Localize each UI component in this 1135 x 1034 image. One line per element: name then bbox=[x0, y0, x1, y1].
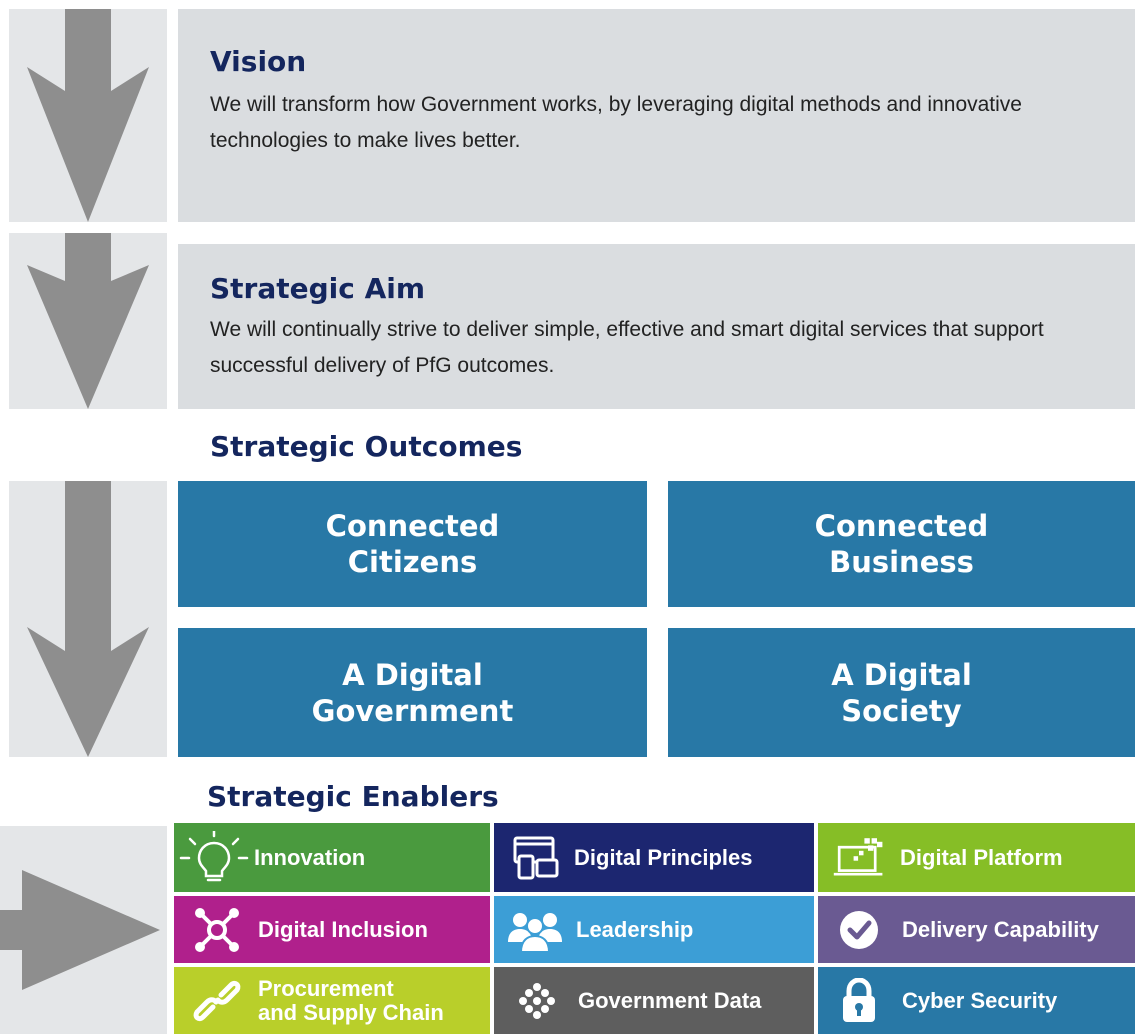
outcome-label: A Digital Government bbox=[311, 657, 514, 728]
enabler-digital-principles: Digital Principles bbox=[494, 823, 814, 892]
outcome-connected-business: Connected Business bbox=[668, 481, 1135, 607]
enabler-digital-inclusion: Digital Inclusion bbox=[174, 896, 490, 963]
down-arrow-icon bbox=[27, 481, 149, 757]
vision-text: We will transform how Government works, … bbox=[210, 93, 1022, 152]
enabler-label: Leadership bbox=[576, 916, 694, 942]
outcome-connected-citizens: Connected Citizens bbox=[178, 481, 647, 607]
enabler-label: Government Data bbox=[578, 987, 762, 1013]
outcomes-arrow-strip bbox=[9, 481, 167, 757]
network-icon bbox=[190, 903, 244, 957]
enabler-label: Cyber Security bbox=[902, 987, 1058, 1013]
enablers-arrow-strip bbox=[0, 826, 167, 1034]
aim-arrow-strip bbox=[9, 233, 167, 409]
outcome-digital-society: A Digital Society bbox=[668, 628, 1135, 757]
outcome-label: Connected Business bbox=[814, 509, 989, 579]
enabler-delivery-capability: Delivery Capability bbox=[818, 896, 1135, 963]
right-arrow-icon bbox=[0, 870, 160, 990]
vision-panel: Vision We will transform how Government … bbox=[178, 9, 1135, 222]
devices-icon bbox=[508, 831, 562, 885]
lightbulb-icon bbox=[178, 830, 250, 885]
strategic-aim-text: We will continually strive to deliver si… bbox=[210, 318, 1044, 377]
checkmark-icon bbox=[838, 903, 880, 957]
outcome-label: Connected Citizens bbox=[325, 509, 500, 579]
outcome-label: A Digital Society bbox=[831, 657, 972, 728]
laptop-icon bbox=[832, 831, 886, 885]
enabler-procurement-supply-chain: Procurement and Supply Chain bbox=[174, 967, 490, 1034]
strategic-outcomes-heading: Strategic Outcomes bbox=[210, 430, 523, 463]
data-cells-icon bbox=[510, 974, 564, 1028]
enabler-label: Digital Inclusion bbox=[258, 916, 428, 942]
enabler-label: Innovation bbox=[254, 844, 366, 870]
enabler-government-data: Government Data bbox=[494, 967, 814, 1034]
enabler-leadership: Leadership bbox=[494, 896, 814, 963]
enabler-digital-platform: Digital Platform bbox=[818, 823, 1135, 892]
vision-title: Vision bbox=[210, 45, 307, 78]
enabler-label: Delivery Capability bbox=[902, 916, 1099, 942]
vision-arrow-strip bbox=[9, 9, 167, 222]
enabler-label: Digital Platform bbox=[900, 844, 1063, 870]
enabler-innovation: Innovation bbox=[174, 823, 490, 892]
people-icon bbox=[508, 903, 562, 957]
enabler-label: Procurement and Supply Chain bbox=[258, 975, 444, 1025]
strategic-enablers-heading: Strategic Enablers bbox=[207, 780, 499, 813]
down-arrow-icon bbox=[27, 233, 149, 409]
down-arrow-icon bbox=[27, 9, 149, 222]
enabler-label: Digital Principles bbox=[574, 844, 753, 870]
strategic-aim-title: Strategic Aim bbox=[210, 272, 426, 305]
enabler-cyber-security: Cyber Security bbox=[818, 967, 1135, 1034]
outcome-digital-government: A Digital Government bbox=[178, 628, 647, 757]
padlock-icon bbox=[838, 974, 880, 1028]
strategic-aim-panel: Strategic Aim We will continually strive… bbox=[178, 244, 1135, 409]
chain-link-icon bbox=[190, 974, 244, 1028]
